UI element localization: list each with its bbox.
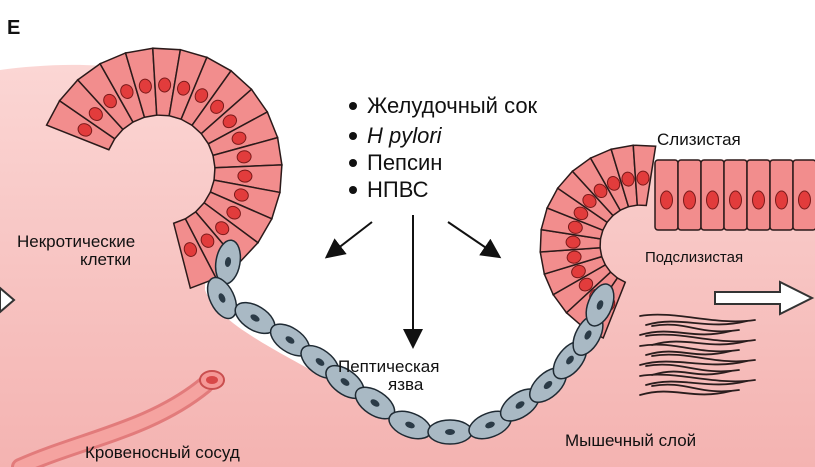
bullet-icon bbox=[349, 102, 357, 110]
bullet-icon bbox=[349, 132, 357, 140]
cell-nucleus bbox=[730, 191, 742, 209]
necrotic-label-1: Некротические bbox=[17, 232, 135, 251]
bullet-icon bbox=[349, 186, 357, 194]
causes-list: Желудочный сок H pylori Пепсин НПВС bbox=[349, 93, 538, 202]
cause-gastric-juice: Желудочный сок bbox=[367, 93, 538, 118]
cell-nucleus bbox=[661, 191, 673, 209]
necrotic-label-2: клетки bbox=[80, 250, 131, 269]
cell-nucleus bbox=[753, 191, 765, 209]
cause-nsaid: НПВС bbox=[367, 177, 429, 202]
cell-nucleus bbox=[238, 170, 253, 183]
bullet-icon bbox=[349, 159, 357, 167]
muscle-layer-label: Мышечный слой bbox=[565, 431, 696, 450]
cause-h-pylori: H pylori bbox=[367, 123, 443, 148]
cell-nucleus bbox=[799, 191, 811, 209]
cause-pepsin: Пепсин bbox=[367, 150, 442, 175]
ulcer-label-2: язва bbox=[388, 375, 424, 394]
cell-nucleus bbox=[445, 429, 455, 435]
mucosa-label: Слизистая bbox=[657, 130, 741, 149]
blood-vessel-label: Кровеносный сосуд bbox=[85, 443, 240, 462]
submucosa-label: Подслизистая bbox=[645, 249, 743, 266]
cell-nucleus bbox=[776, 191, 788, 209]
cause-arrows bbox=[328, 215, 498, 345]
panel-letter: Е bbox=[7, 17, 20, 39]
cell-nucleus bbox=[637, 171, 650, 186]
cell-nucleus bbox=[158, 78, 171, 93]
cell-nucleus bbox=[684, 191, 696, 209]
cell-nucleus bbox=[707, 191, 719, 209]
ulcer-label-1: Пептическая bbox=[338, 357, 439, 376]
cell-nucleus bbox=[566, 236, 580, 249]
